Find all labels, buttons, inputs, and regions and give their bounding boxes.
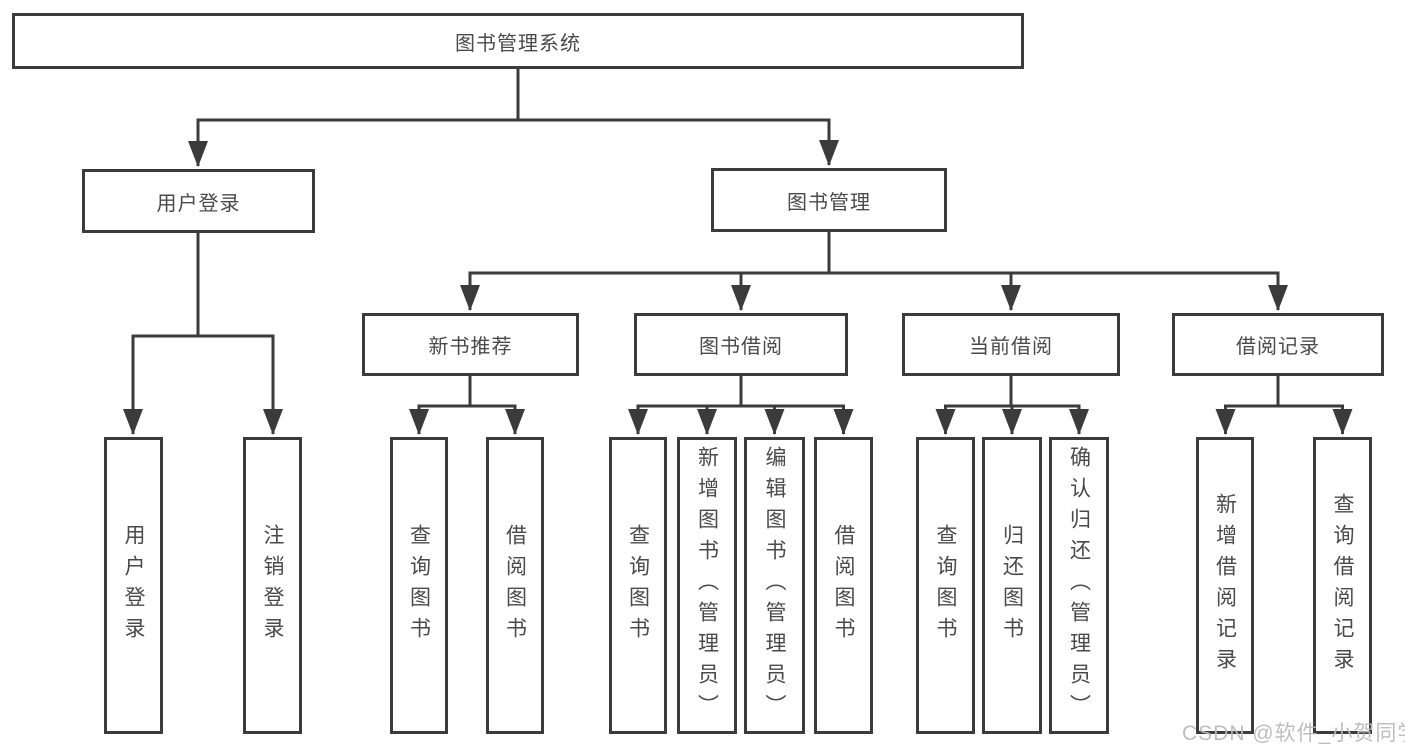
leaf-borrow-books-recommend: 借阅图书 — [486, 437, 544, 734]
leaf-user-login: 用户登录 — [104, 437, 163, 734]
leaf-borrow-books: 借阅图书 — [814, 437, 873, 734]
leaf-confirm-return-admin-label: 确认归还（管理员） — [1067, 446, 1091, 725]
leaf-return-book-label: 归还图书 — [1000, 523, 1024, 648]
node-root-label: 图书管理系统 — [455, 32, 581, 55]
leaf-query-books-current: 查询图书 — [916, 437, 975, 734]
node-current-borrow: 当前借阅 — [902, 313, 1120, 376]
leaf-query-borrow-record-label: 查询借阅记录 — [1331, 492, 1354, 679]
node-book-borrow: 图书借阅 — [634, 313, 848, 376]
leaf-query-books-current-label: 查询图书 — [934, 523, 957, 648]
leaf-add-borrow-record-label: 新增借阅记录 — [1213, 492, 1237, 679]
leaf-edit-book-admin-label: 编辑图书（管理员） — [763, 446, 786, 725]
leaf-query-books-borrow-label: 查询图书 — [626, 523, 650, 648]
node-user-login: 用户登录 — [82, 169, 315, 233]
node-current-borrow-label: 当前借阅 — [969, 336, 1053, 358]
node-borrow-records-label: 借阅记录 — [1236, 336, 1320, 358]
node-book-management-label: 图书管理 — [787, 191, 871, 214]
leaf-borrow-books-recommend-label: 借阅图书 — [503, 523, 527, 648]
leaf-edit-book-admin: 编辑图书（管理员） — [744, 437, 805, 734]
node-book-management: 图书管理 — [711, 168, 947, 232]
leaf-return-book: 归还图书 — [982, 437, 1042, 734]
leaf-add-book-admin: 新增图书（管理员） — [677, 437, 737, 734]
watermark: CSDN @软件_小贺同学 — [1182, 722, 1405, 745]
leaf-logout: 注销登录 — [243, 437, 302, 734]
node-borrow-records: 借阅记录 — [1172, 313, 1384, 376]
node-user-login-label: 用户登录 — [156, 192, 241, 215]
leaf-borrow-books-label: 借阅图书 — [832, 523, 855, 648]
leaf-query-books-recommend: 查询图书 — [390, 437, 448, 734]
node-root: 图书管理系统 — [12, 13, 1024, 69]
leaf-user-login-label: 用户登录 — [122, 523, 145, 648]
leaf-query-books-borrow: 查询图书 — [609, 437, 667, 734]
leaf-logout-label: 注销登录 — [261, 523, 284, 648]
leaf-query-borrow-record: 查询借阅记录 — [1313, 437, 1372, 734]
leaf-confirm-return-admin: 确认归还（管理员） — [1049, 437, 1109, 734]
leaf-add-borrow-record: 新增借阅记录 — [1196, 437, 1254, 734]
leaf-add-book-admin-label: 新增图书（管理员） — [695, 446, 719, 725]
node-new-book-recommend: 新书推荐 — [362, 313, 579, 376]
node-new-book-recommend-label: 新书推荐 — [428, 336, 513, 358]
node-book-borrow-label: 图书借阅 — [699, 336, 783, 358]
leaf-query-books-recommend-label: 查询图书 — [407, 523, 431, 648]
